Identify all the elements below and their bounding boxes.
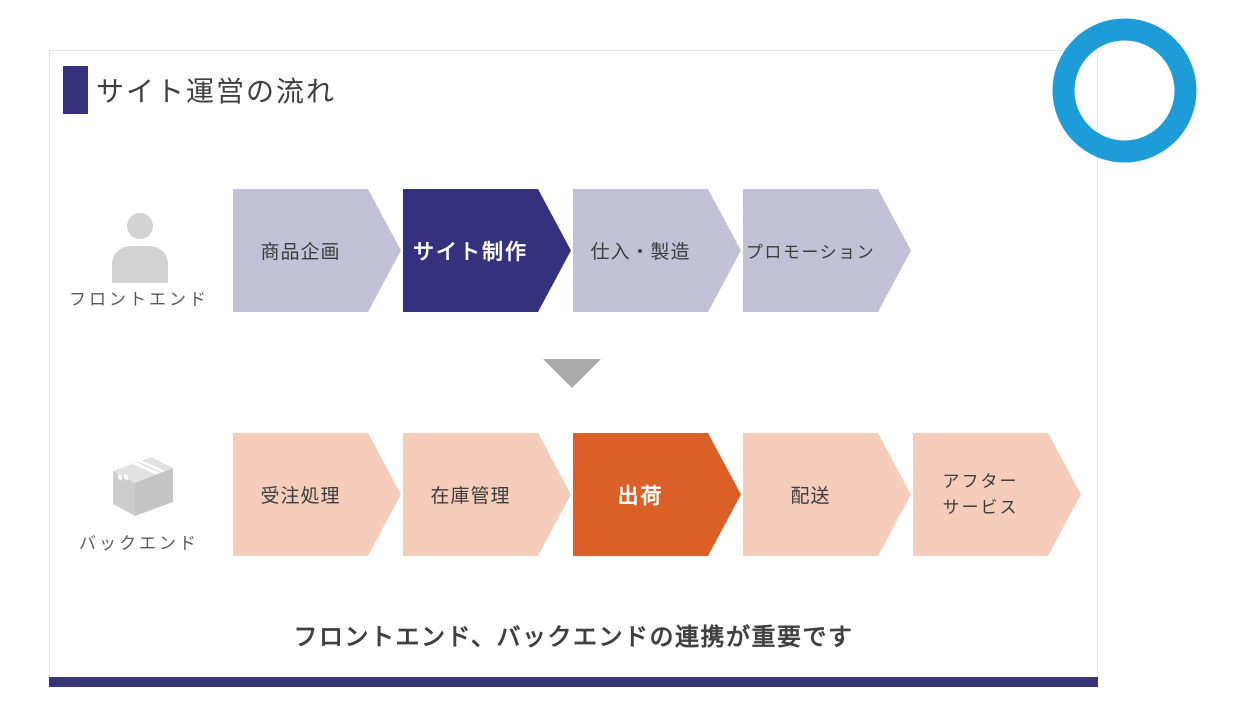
step-delivery: 配送 xyxy=(743,433,911,556)
step-shipping-highlighted: 出荷 xyxy=(573,433,741,556)
page-title: サイト運営の流れ xyxy=(96,76,337,107)
step-after-service: アフターサービス xyxy=(913,433,1081,556)
step-promotion: プロモーション xyxy=(743,189,911,312)
backend-row-label: バックエンド xyxy=(79,534,199,553)
step-label: サイト制作 xyxy=(413,240,528,264)
blue-ring-icon xyxy=(1052,18,1197,163)
person-icon xyxy=(112,213,168,283)
step-label: 商品企画 xyxy=(260,242,341,263)
step-purchasing-manufacturing: 仕入・製造 xyxy=(573,189,741,312)
slide-canvas: サイト運営の流れ フロントエンド 商品企画 サイト制作 仕入・製造 プロモーショ… xyxy=(49,50,1098,687)
step-label: 出荷 xyxy=(617,484,664,508)
slide-caption: フロントエンド、バックエンドの連携が重要です xyxy=(293,624,854,651)
step-product-planning: 商品企画 xyxy=(233,189,401,312)
step-label: アフターサービス xyxy=(942,472,1019,517)
frontend-row-label: フロントエンド xyxy=(69,290,209,309)
step-site-creation-highlighted: サイト制作 xyxy=(403,189,571,312)
title-accent-bar xyxy=(63,66,88,114)
down-arrow-icon xyxy=(543,359,601,388)
step-label: 配送 xyxy=(790,486,831,507)
step-inventory-management: 在庫管理 xyxy=(403,433,571,556)
package-box-icon xyxy=(113,457,173,516)
step-order-processing: 受注処理 xyxy=(233,433,401,556)
step-label: プロモーション xyxy=(745,243,876,262)
step-label: 仕入・製造 xyxy=(590,242,691,263)
bottom-accent-bar xyxy=(49,677,1098,687)
step-label: 在庫管理 xyxy=(430,486,511,507)
step-label: 受注処理 xyxy=(260,486,341,507)
